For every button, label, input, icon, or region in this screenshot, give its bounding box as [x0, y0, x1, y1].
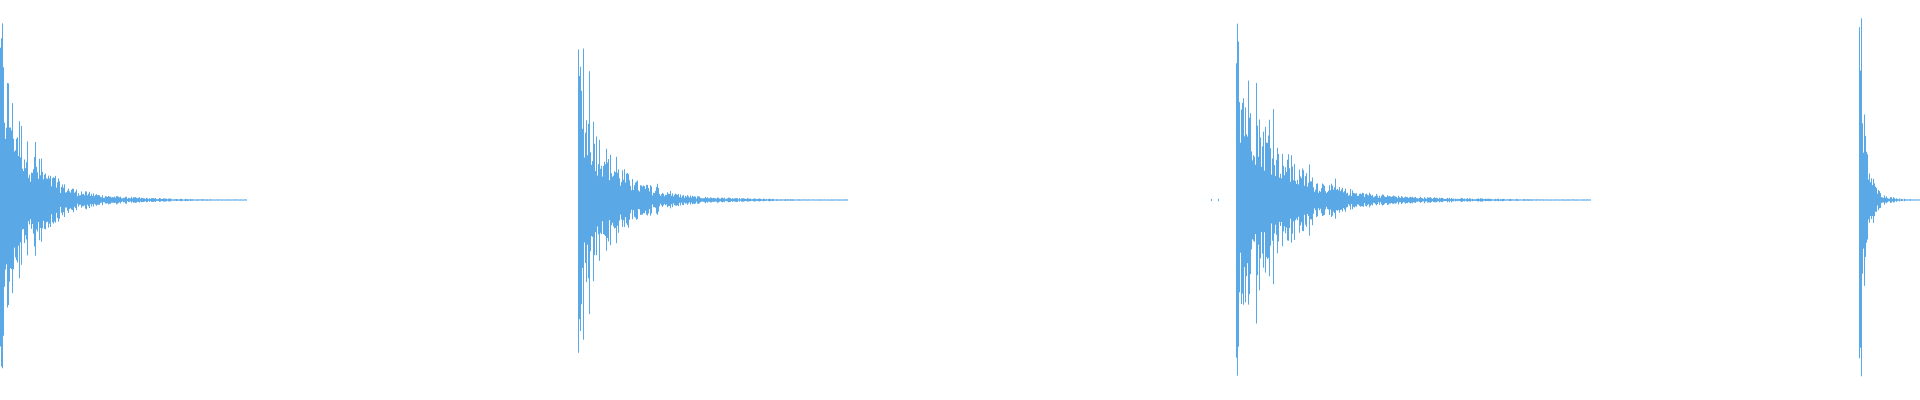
waveform-transient-1: [0, 0, 246, 400]
waveform-path: [0, 18, 1920, 377]
waveform-transient-2: [578, 0, 847, 400]
waveform-transient-4: [1859, 0, 1920, 400]
waveform-transient-3: [1236, 0, 1590, 400]
